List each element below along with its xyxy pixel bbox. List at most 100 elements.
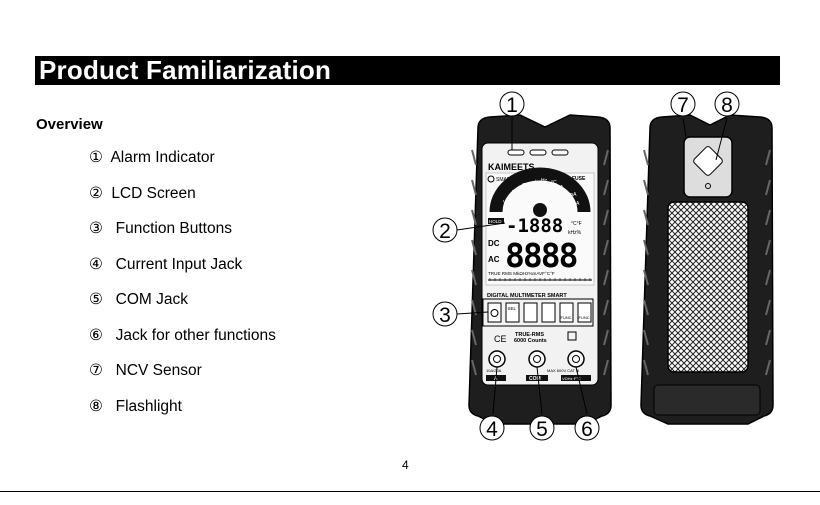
list-item: ① Alarm Indicator: [89, 148, 276, 184]
item-label: Jack for other functions: [115, 326, 276, 344]
callout-6: 6: [581, 418, 593, 441]
model-label: DIGITAL MULTIMETER SMART: [487, 293, 567, 299]
lcd-dc-label: DC: [488, 239, 500, 248]
alarm-slot: [529, 149, 547, 156]
sel-button[interactable]: [505, 302, 520, 323]
brand-logo: KAIMEETS: [488, 162, 535, 172]
lcd-ac-label: AC: [488, 255, 500, 264]
double-insulation-icon: [567, 331, 577, 341]
power-button[interactable]: [487, 302, 502, 323]
v-jack-label: VΩHz·F°C: [562, 376, 581, 381]
back-grip-mesh: [667, 201, 749, 373]
feature-list: ① Alarm Indicator ② LCD Screen ③ Functio…: [89, 148, 276, 432]
flashlight-lens: [693, 146, 723, 176]
svg-text:Hz: Hz: [541, 178, 548, 184]
true-rms-label: TRUE-RMS: [515, 332, 544, 338]
list-item: ⑤ COM Jack: [89, 290, 276, 326]
footer-divider: [0, 491, 820, 492]
func-label: FUNC: [579, 315, 590, 320]
lcd-freq-units: kHz%: [568, 230, 582, 236]
multimeter-front: KAIMEETS SMART FUSE V V~ Ω ⊣ Hz°C AmA A HOLD…: [468, 114, 612, 425]
item-label: Function Buttons: [115, 220, 232, 237]
item-number: ⑥: [89, 326, 103, 344]
callout-5: 5: [536, 418, 548, 441]
current-jack-rating: 10A/20A: [486, 368, 502, 373]
item-number: ②: [89, 184, 103, 202]
item-number: ⑧: [89, 397, 103, 415]
item-label: Flashlight: [115, 397, 182, 415]
multimeter-back: [640, 114, 774, 425]
item-label: NCV Sensor: [115, 362, 202, 379]
hold-indicator: [488, 218, 504, 224]
lcd-main-digits: 8888: [505, 236, 577, 275]
svg-text:mA: mA: [569, 192, 577, 198]
flashlight-button[interactable]: [541, 302, 556, 323]
counts-label: 6000 Counts: [514, 338, 547, 344]
callout-8: 8: [721, 94, 733, 117]
back-bottom-panel: [653, 384, 761, 416]
hold-button[interactable]: [523, 302, 538, 323]
callout-4: 4: [486, 418, 498, 441]
function-arc-icons: V V~ Ω ⊣ Hz°C AmA A: [503, 178, 580, 207]
callout-3: 3: [439, 304, 451, 327]
lcd-units-row: TRUE RMS MkΩHz%mAVF°C°F: [488, 271, 555, 276]
lcd-temp-units: °C°F: [571, 221, 582, 227]
svg-text:Ω: Ω: [522, 183, 526, 189]
lcd-bargraph-ticks: [489, 278, 591, 281]
page-title: Product Familiarization: [39, 55, 332, 85]
v-ohm-jack[interactable]: [567, 350, 585, 368]
com-jack-label: COM: [529, 376, 541, 382]
section-subtitle: Overview: [36, 116, 103, 133]
lcd-fuse-label: FUSE: [572, 176, 586, 182]
item-number: ⑦: [89, 362, 103, 379]
page-number: 4: [402, 458, 409, 472]
callout-1: 1: [506, 94, 518, 117]
sel-label: SEL: [508, 306, 517, 311]
list-item: ⑧ Flashlight: [89, 397, 276, 433]
item-label: Alarm Indicator: [110, 149, 215, 166]
list-item: ③ Function Buttons: [89, 219, 276, 255]
function-buttons: SEL FUNC FUNC: [482, 298, 594, 327]
svg-text:⊣: ⊣: [532, 179, 536, 185]
func-label: FUNC: [561, 315, 572, 320]
callout-numbers: 1 2 3 4 5 6 7 8: [432, 91, 740, 441]
list-item: ④ Current Input Jack: [89, 255, 276, 291]
hold-label: HOLD: [489, 219, 502, 224]
power-icon: [490, 309, 499, 317]
ce-mark: CE: [494, 334, 507, 344]
list-item: ⑥ Jack for other functions: [89, 326, 276, 362]
alarm-slot: [551, 149, 569, 156]
current-jack[interactable]: [488, 350, 506, 368]
svg-text:°C: °C: [551, 180, 557, 186]
com-jack[interactable]: [528, 350, 546, 368]
ncv-symbol-icon: [533, 203, 547, 217]
title-bar: Product Familiarization: [35, 55, 780, 85]
callout-2: 2: [439, 220, 451, 243]
alarm-indicator: [507, 149, 525, 156]
svg-text:V: V: [503, 200, 507, 206]
power-icon: [487, 175, 495, 183]
item-label: Current Input Jack: [115, 255, 243, 273]
callout-7: 7: [677, 94, 689, 117]
list-item: ② LCD Screen: [89, 184, 276, 220]
svg-text:A: A: [560, 185, 564, 191]
item-label: LCD Screen: [111, 184, 196, 202]
svg-text:V~: V~: [512, 190, 518, 196]
item-number: ①: [89, 149, 103, 166]
list-item: ⑦ NCV Sensor: [89, 361, 276, 397]
item-number: ④: [89, 255, 103, 273]
item-label: COM Jack: [115, 291, 188, 308]
func-button-right[interactable]: [577, 302, 592, 323]
func-button-left[interactable]: [559, 302, 574, 323]
lcd-small-digits: -1888: [506, 215, 563, 237]
item-number: ⑤: [89, 291, 103, 308]
item-number: ③: [89, 220, 103, 237]
voltage-rating: MAX 600V CAT III: [547, 368, 579, 373]
svg-text:A: A: [576, 201, 580, 207]
lcd-smart-label: SMART: [496, 177, 513, 183]
function-arc: [489, 167, 591, 213]
input-jacks: 10A/20A MAX 600V CAT III A COM VΩHz·F°C: [486, 350, 591, 382]
ncv-sensor: [705, 183, 711, 189]
back-side-ribs: [643, 149, 771, 376]
